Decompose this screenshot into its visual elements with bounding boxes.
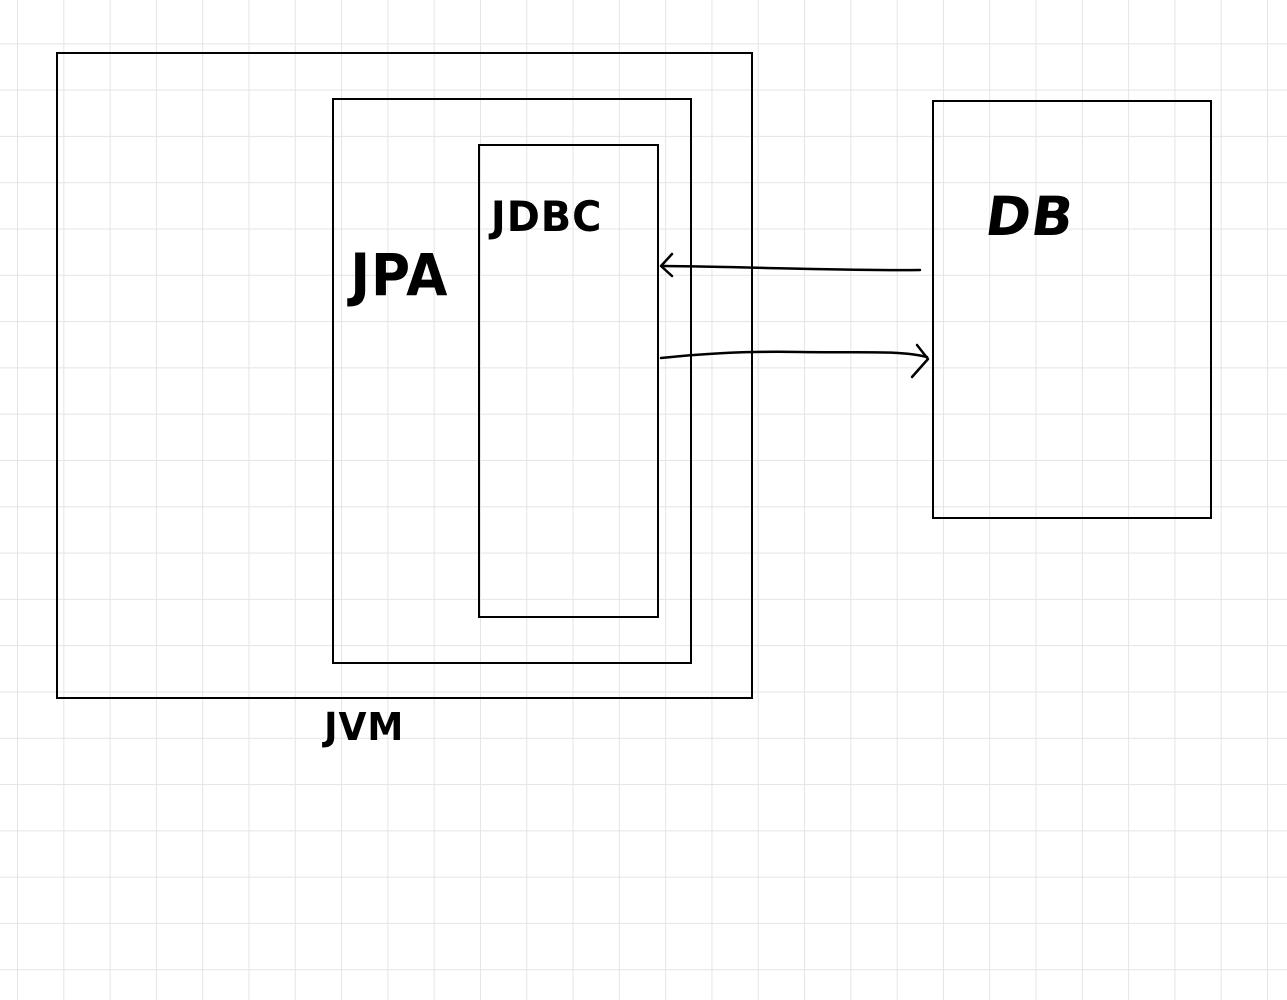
db-box — [932, 100, 1212, 519]
jdbc-label: JDBC — [490, 192, 603, 241]
arrowhead-right-icon — [910, 343, 930, 379]
jpa-box — [332, 98, 692, 664]
jpa-label: JPA — [350, 241, 449, 309]
jdbc-box — [478, 144, 659, 618]
jvm-box — [56, 52, 753, 699]
db-label: DB — [981, 185, 1079, 248]
jvm-label: JVM — [324, 705, 405, 749]
